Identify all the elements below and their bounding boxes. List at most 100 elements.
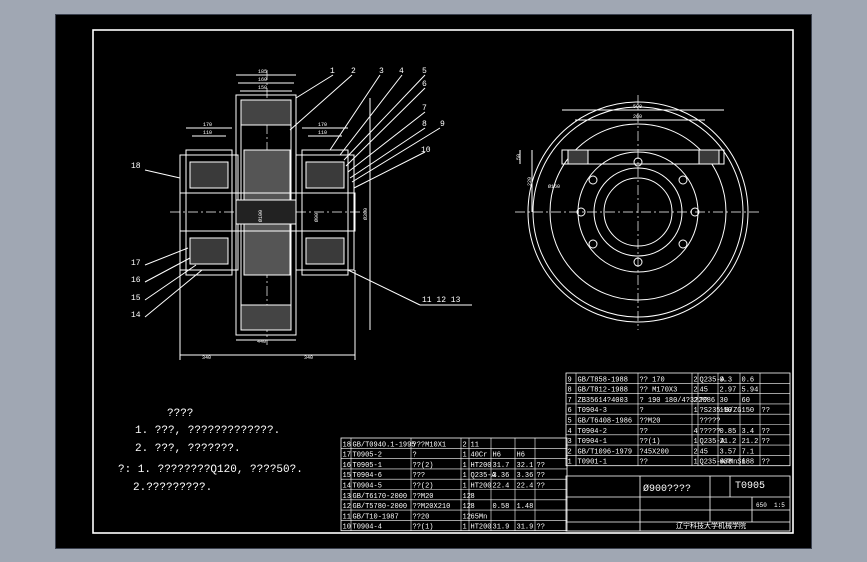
dim-right-inner: 110	[318, 130, 327, 136]
parts-right-cell: 30	[720, 397, 728, 405]
parts-right-cell: 2	[568, 448, 572, 456]
parts-right-cell: GB/T6408-1986	[578, 418, 633, 426]
parts-right-cell: 7.1	[742, 448, 755, 456]
parts-left-cell: ??(2)	[413, 462, 434, 470]
parts-left-cell: 31.9	[517, 524, 534, 532]
parts-right-cell: 4	[694, 428, 698, 436]
parts-right-cell: ??M20	[640, 418, 661, 426]
parts-left-cell: T0904-5	[353, 483, 382, 491]
part-label-9: 9	[440, 120, 445, 129]
parts-right-cell: 688	[742, 459, 755, 467]
parts-left-cell: ?	[413, 452, 417, 460]
parts-left-cell: 1	[463, 472, 467, 480]
parts-left-cell: 15	[343, 472, 351, 480]
dim-bottom-mid: 440	[257, 339, 266, 345]
parts-right-cell: 5.94	[742, 387, 759, 395]
parts-right-cell: 1	[694, 407, 698, 415]
parts-left-cell: ??	[537, 483, 545, 491]
dim-left-inner: 110	[203, 130, 212, 136]
parts-right-cell: 4	[568, 428, 572, 436]
parts-right-cell: 0.85	[720, 428, 737, 436]
drawing-border	[92, 29, 794, 534]
parts-right-cell: 2	[694, 448, 698, 456]
dim-side-h1: 50	[516, 154, 522, 160]
parts-left-cell: 1.48	[517, 503, 534, 511]
parts-right-cell: 0.3	[720, 376, 733, 384]
part-labels-11-12-13: 11 12 13	[422, 296, 461, 305]
scale-value: 1:5	[774, 502, 785, 509]
dim-side-top: 590	[633, 104, 642, 110]
part-label-14: 14	[131, 311, 141, 320]
parts-left-cell: 3.36	[493, 472, 510, 480]
parts-left-cell: 1	[463, 462, 467, 470]
parts-right-cell: ?S235-B/ZG	[700, 407, 742, 415]
parts-right-cell: ?????	[700, 418, 721, 426]
parts-right-cell: ?? 170	[640, 376, 665, 384]
parts-right-cell: 1	[694, 438, 698, 446]
parts-right-cell: ??	[640, 428, 648, 436]
cad-viewport[interactable]	[55, 14, 812, 549]
parts-left-cell: T0905-2	[353, 452, 382, 460]
notes-title: ????	[167, 408, 193, 420]
parts-left-cell: 16	[343, 462, 351, 470]
part-label-10: 10	[421, 146, 431, 155]
parts-right-cell: GB/T1096-1979	[578, 448, 633, 456]
parts-right-cell: ??	[762, 438, 770, 446]
parts-left-cell: 12	[343, 503, 351, 511]
parts-left-cell: Q235-A	[471, 472, 497, 480]
parts-right-cell: GB/T858-1988	[578, 376, 628, 384]
parts-right-cell: ZB35614?4003	[578, 397, 628, 405]
parts-left-cell: 13	[343, 493, 351, 501]
part-label-5: 5	[422, 67, 427, 76]
parts-left-cell: 40Cr	[471, 452, 488, 460]
parts-right-cell: 8	[568, 387, 572, 395]
dim-right-bearing: 170	[318, 122, 327, 128]
parts-right-cell: T0904-1	[578, 438, 607, 446]
parts-left-cell: 11	[471, 441, 479, 449]
title-block	[565, 475, 791, 532]
parts-right-cell: ??	[762, 407, 770, 415]
parts-right-cell: 150	[720, 407, 733, 415]
parts-left-cell: 8	[471, 493, 475, 501]
product-name: Ø900????	[643, 483, 691, 495]
dim-left-bearing: 170	[203, 122, 212, 128]
parts-left-cell: HT200	[471, 483, 492, 491]
parts-left-cell: 2	[463, 441, 467, 449]
parts-right-cell: 3.4	[742, 428, 755, 436]
parts-right-cell: 1	[568, 459, 572, 467]
dim-top-a: 185	[258, 69, 267, 75]
parts-right-cell: ??	[700, 397, 708, 405]
parts-right-frame	[565, 372, 791, 467]
parts-right-cell: 2	[694, 387, 698, 395]
parts-right-cell: T0904-2	[578, 428, 607, 436]
parts-left-cell: GB/T10-1987	[353, 513, 399, 521]
parts-left-cell: 12	[463, 503, 471, 511]
parts-left-cell: HT200	[471, 462, 492, 470]
part-label-1: 1	[330, 67, 335, 76]
parts-right-cell: 2.97	[720, 387, 737, 395]
parts-left-cell: ??M20	[413, 493, 434, 501]
parts-left-cell: 0.58	[493, 503, 510, 511]
part-label-4: 4	[399, 67, 404, 76]
dim-bottom-left: 340	[202, 355, 211, 361]
dim-side-inner: 260	[633, 114, 642, 120]
parts-left-cell: ??	[537, 462, 545, 470]
parts-left-cell: GB/T5780-2000	[353, 503, 408, 511]
dim-height: Ø300	[362, 208, 369, 220]
dim-shaft: Ø100	[257, 210, 264, 222]
parts-right-cell: ??(1)	[640, 438, 661, 446]
parts-right-cell: Q235-A/MnSi	[700, 459, 746, 467]
side-view-dims: 590 260 50 220 Ø160	[516, 104, 642, 190]
parts-left-cell: ??(2)	[413, 483, 434, 491]
parts-left-cell: 18	[343, 441, 351, 449]
parts-left-cell: T0905-1	[353, 462, 382, 470]
part-label-3: 3	[379, 67, 384, 76]
dim-side-small: Ø160	[548, 183, 560, 190]
parts-right-cell: ??	[762, 459, 770, 467]
parts-left-cell: ??(1)	[413, 524, 434, 532]
title-block-text: Ø900???? T0905 650 1:5 辽宁科技大学机械学院	[643, 481, 785, 531]
parts-right-cell: 3.57	[720, 448, 737, 456]
parts-left-cell: 11	[343, 513, 351, 521]
parts-right-cell: 45	[700, 448, 708, 456]
